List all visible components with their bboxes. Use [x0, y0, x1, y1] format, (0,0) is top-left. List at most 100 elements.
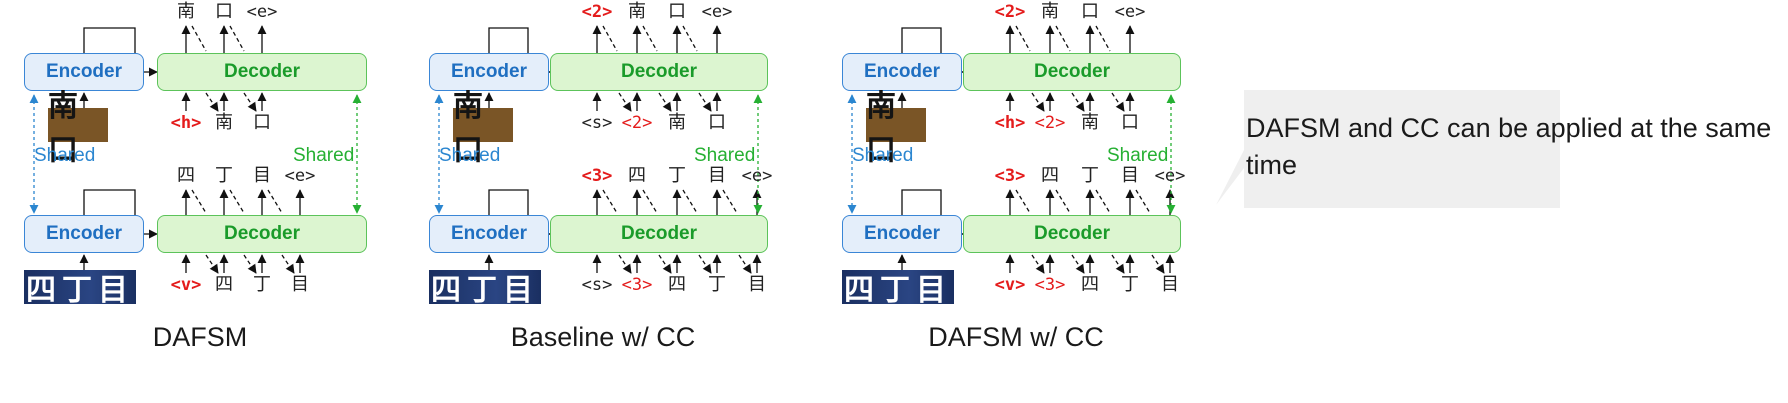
encoder-box: Encoder [842, 215, 962, 253]
feedback-dashed-line [682, 189, 698, 214]
output-token: <e> [701, 2, 733, 22]
input-token: 四 [215, 274, 233, 295]
output-token: 丁 [1081, 165, 1099, 186]
feedback-dashed-arrow [281, 254, 295, 274]
feedback-dashed-arrow [205, 92, 219, 112]
input-token: 口 [708, 112, 726, 133]
feedback-dashed-line [1055, 25, 1071, 52]
output-token: 目 [708, 165, 726, 186]
feedback-dashed-arrow [243, 92, 257, 112]
input-token: <h> [994, 113, 1026, 133]
encoder-box: Encoder [842, 53, 962, 91]
feedback-dashed-line [1135, 189, 1151, 214]
feedback-dashed-arrow [1071, 92, 1085, 112]
panel-caption: DAFSM [152, 322, 248, 352]
input-token: <3> [1034, 275, 1066, 295]
output-token: 南 [1041, 1, 1059, 22]
encoder-box: Encoder [24, 53, 144, 91]
feedback-dashed-arrow [698, 254, 712, 274]
panel-caption: DAFSM w/ CC [928, 322, 1104, 352]
feedback-dashed-line [1055, 189, 1071, 214]
shared-encoder-label: Shared [34, 145, 96, 166]
feedback-dashed-arrow [618, 254, 632, 274]
shared-encoder-label: Shared [439, 145, 501, 166]
output-token: <3> [994, 166, 1026, 186]
encoder-box: Encoder [24, 215, 144, 253]
input-token: 目 [291, 274, 309, 295]
input-token: 南 [1081, 112, 1099, 133]
output-token: 丁 [668, 165, 686, 186]
panel-caption: Baseline w/ CC [510, 322, 696, 352]
input-token: 口 [253, 112, 271, 133]
feedback-dashed-arrow [205, 254, 219, 274]
feedback-dashed-line [602, 25, 618, 52]
feedback-dashed-line [1095, 189, 1111, 214]
feedback-dashed-arrow [618, 92, 632, 112]
input-token: 四 [668, 274, 686, 295]
output-token: <e> [1154, 166, 1186, 186]
feedback-dashed-line [642, 189, 658, 214]
feedback-dashed-line [1095, 25, 1111, 52]
feedback-dashed-arrow [1111, 254, 1125, 274]
input-token: <2> [1034, 113, 1066, 133]
word-image-bottom: 四丁目 [24, 270, 136, 308]
word-image-bottom: 四丁目 [842, 270, 954, 308]
output-token: 丁 [215, 165, 233, 186]
shared-encoder-label: Shared [852, 145, 914, 166]
feedback-dashed-line [267, 189, 283, 214]
input-token: <v> [170, 275, 202, 295]
decoder-box: Decoder [157, 215, 367, 253]
output-token: <e> [246, 2, 278, 22]
feedback-dashed-line [1015, 25, 1031, 52]
feedback-dashed-line [642, 25, 658, 52]
feedback-dashed-arrow [243, 254, 257, 274]
input-token: 南 [215, 112, 233, 133]
feedback-dashed-line [191, 25, 207, 52]
output-token: <e> [1114, 2, 1146, 22]
decoder-box: Decoder [963, 215, 1181, 253]
output-token: <2> [994, 2, 1026, 22]
shared-decoder-label: Shared [1107, 145, 1169, 166]
shared-decoder-label: Shared [293, 145, 355, 166]
input-token: <h> [170, 113, 202, 133]
input-token: 口 [1121, 112, 1139, 133]
input-token: 目 [1161, 274, 1179, 295]
output-token: <e> [741, 166, 773, 186]
input-token: 南 [668, 112, 686, 133]
feedback-dashed-line [722, 189, 738, 214]
output-token: 四 [177, 165, 195, 186]
output-token: <3> [581, 166, 613, 186]
feedback-dashed-arrow [658, 254, 672, 274]
callout-text: DAFSM and CC can be applied at the same … [1246, 113, 1772, 180]
output-token: 口 [668, 1, 686, 22]
feedback-dashed-line [602, 189, 618, 214]
feedback-dashed-line [1015, 189, 1031, 214]
input-token: <3> [621, 275, 653, 295]
input-token: 丁 [1121, 274, 1139, 295]
decoder-box: Decoder [963, 53, 1181, 91]
encoder-box: Encoder [429, 215, 549, 253]
input-token: 丁 [253, 274, 271, 295]
input-token: 目 [748, 274, 766, 295]
output-token: 四 [628, 165, 646, 186]
input-token: <2> [621, 113, 653, 133]
feedback-dashed-arrow [1031, 92, 1045, 112]
feedback-dashed-line [191, 189, 207, 214]
input-token: <s> [581, 275, 613, 295]
decoder-box: Decoder [157, 53, 367, 91]
output-token: 南 [628, 1, 646, 22]
feedback-dashed-arrow [1111, 92, 1125, 112]
decoder-box: Decoder [550, 53, 768, 91]
feedback-dashed-arrow [1071, 254, 1085, 274]
output-token: 南 [177, 1, 195, 22]
feedback-dashed-arrow [1151, 254, 1165, 274]
input-token: 四 [1081, 274, 1099, 295]
feedback-dashed-arrow [738, 254, 752, 274]
output-token: <e> [284, 166, 316, 186]
output-token: 目 [253, 165, 271, 186]
word-image-bottom: 四丁目 [429, 270, 541, 308]
feedback-dashed-arrow [1031, 254, 1045, 274]
